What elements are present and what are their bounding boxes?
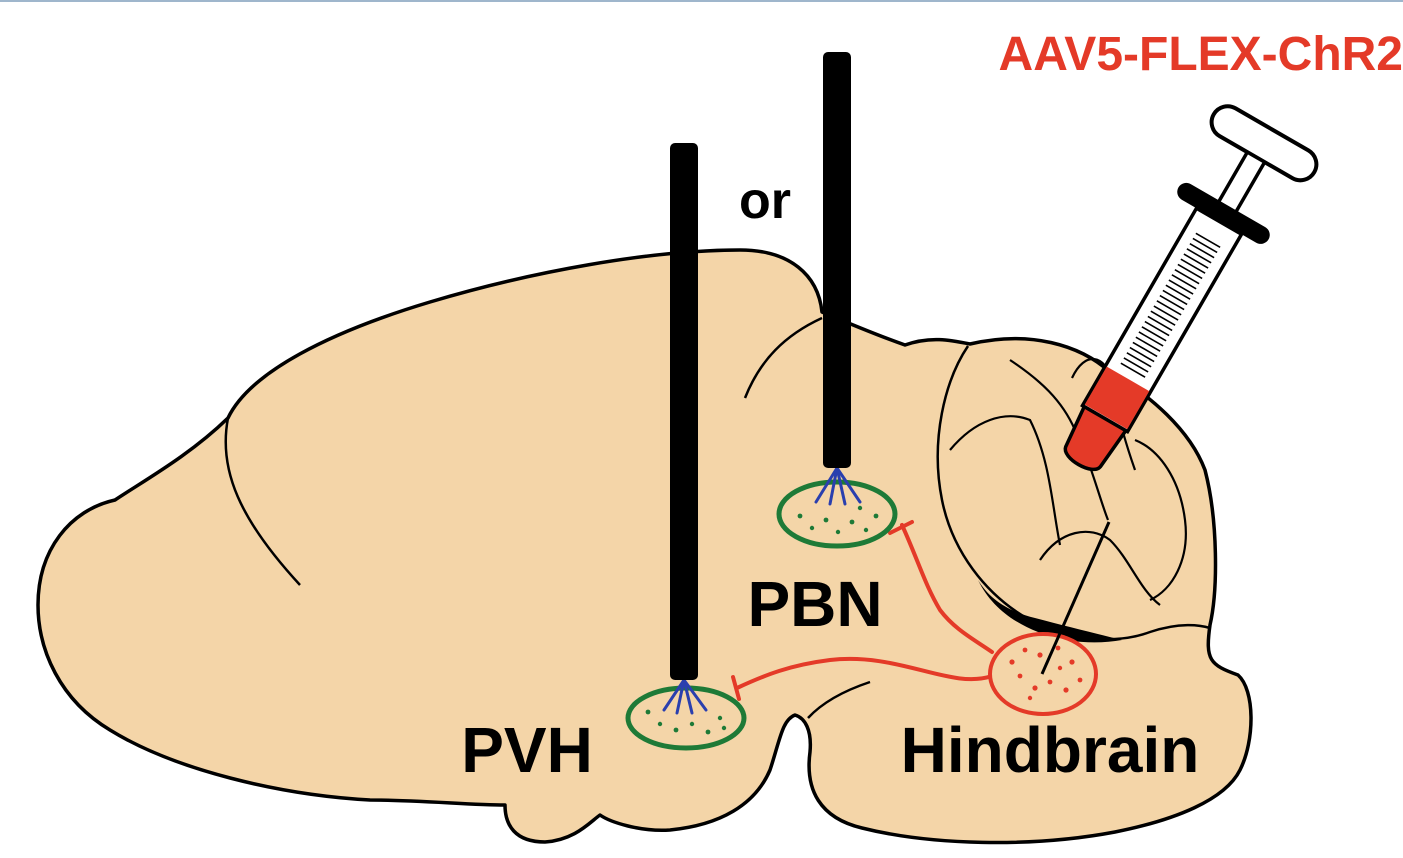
virus-label: AAV5-FLEX-ChR2 <box>999 28 1403 81</box>
hindbrain-label: Hindbrain <box>901 714 1200 786</box>
optic-fiber-icon <box>670 143 698 680</box>
pvh-label: PVH <box>461 714 593 786</box>
or-label: or <box>739 172 791 230</box>
optic-fiber-icon <box>823 52 851 468</box>
pbn-label: PBN <box>747 568 882 640</box>
